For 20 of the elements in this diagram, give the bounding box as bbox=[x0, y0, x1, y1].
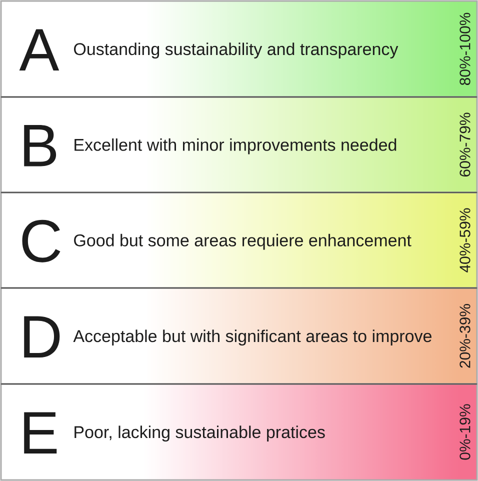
percent-range: 60%-79% bbox=[460, 112, 470, 176]
description-text: Excellent with minor improvements needed bbox=[74, 138, 396, 154]
rating-band bbox=[0, 192, 478, 289]
description-text: Poor, lacking sustainable pratices bbox=[74, 426, 325, 442]
grade-letter: B bbox=[24, 124, 56, 166]
percent-range: 0%-19% bbox=[460, 404, 470, 460]
rating-band bbox=[0, 96, 478, 194]
rating-band bbox=[0, 0, 478, 98]
description-text: Oustanding sustainability and transparency bbox=[74, 42, 398, 59]
rating-band bbox=[0, 287, 478, 385]
grade-letter: E bbox=[24, 412, 57, 454]
description-text: Acceptable but with significant areas to improve bbox=[73, 330, 432, 346]
percent-range: 80%-100% bbox=[460, 12, 470, 86]
grade-letter: A bbox=[19, 29, 60, 70]
grade-letter: D bbox=[24, 316, 60, 358]
grade-letter: C bbox=[22, 220, 60, 262]
percent-range: 40%-59% bbox=[460, 208, 470, 272]
percent-range: 20%-39% bbox=[460, 304, 470, 368]
rating-band bbox=[0, 383, 478, 481]
description-text: Good but some areas requiere enhancement bbox=[74, 234, 412, 250]
